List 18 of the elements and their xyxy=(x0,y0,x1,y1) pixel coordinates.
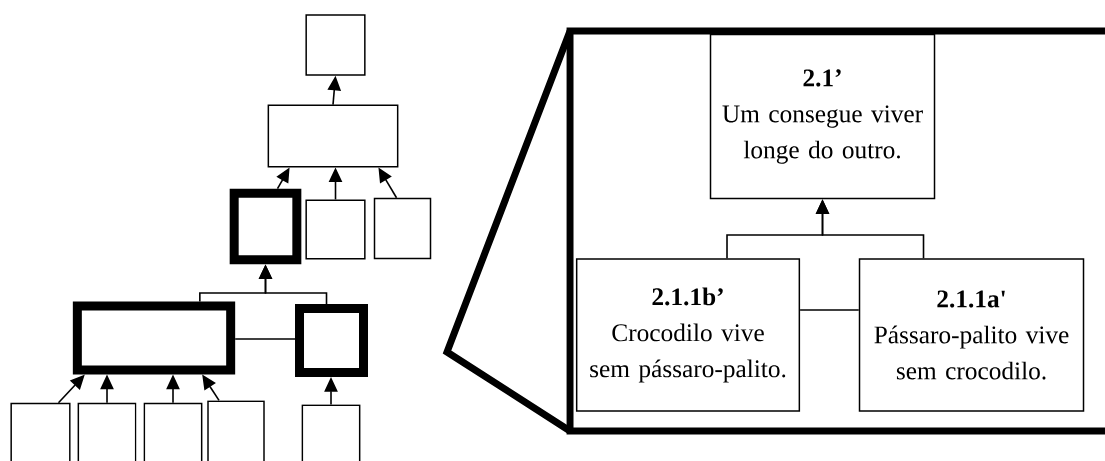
thick-box xyxy=(229,188,302,265)
box xyxy=(305,14,366,76)
connector-line xyxy=(234,338,296,340)
box xyxy=(10,402,71,461)
thick-box xyxy=(295,304,368,377)
box xyxy=(305,199,366,260)
thick-box xyxy=(72,301,236,375)
zoom-frame xyxy=(566,27,1105,435)
connector-line xyxy=(799,309,860,311)
box xyxy=(267,104,399,168)
box xyxy=(301,404,361,461)
box xyxy=(77,402,137,461)
text-box: 2.1.1b’ Crocodilo vive sem pássaro-palito. xyxy=(575,258,801,412)
box xyxy=(207,400,265,461)
text-box: 2.1’ Um consegue viver longe do outro. xyxy=(709,33,936,200)
text-box: 2.1.1a' Pássaro-palito vive sem crocodilo. xyxy=(858,258,1085,412)
box xyxy=(143,402,203,461)
box xyxy=(373,197,432,260)
